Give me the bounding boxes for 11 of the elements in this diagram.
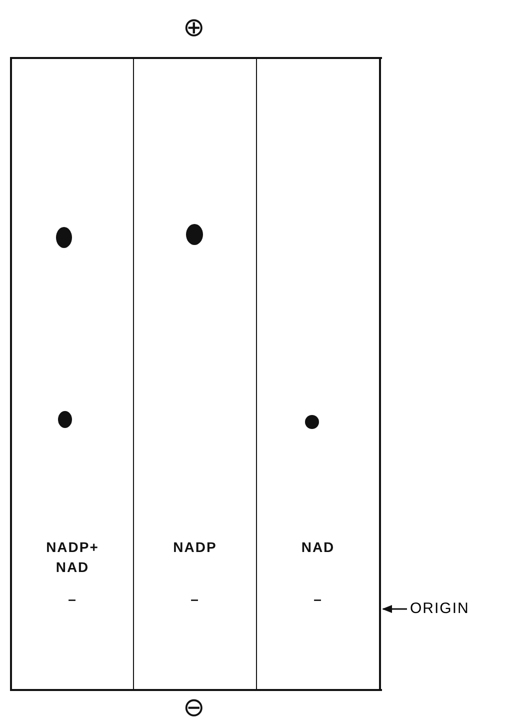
arrow <box>382 605 407 613</box>
lane-label: NADP+ NAD <box>45 538 100 577</box>
origin-mark: – <box>190 590 200 609</box>
polarity-sign: ⊕ <box>183 14 205 40</box>
origin-label: ORIGIN <box>410 599 470 619</box>
origin-mark: – <box>67 590 78 609</box>
origin-mark: – <box>312 590 324 609</box>
lane-label: NADP <box>172 538 218 557</box>
polarity-sign: ⊖ <box>183 694 205 720</box>
lane-label: NAD <box>300 538 336 557</box>
gel-box <box>10 57 382 691</box>
